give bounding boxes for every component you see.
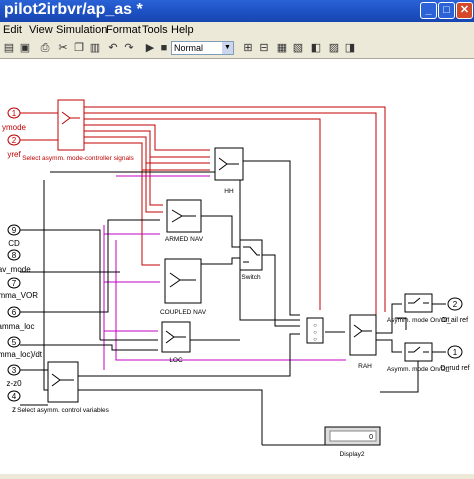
inport-label: amma_loc (0, 322, 34, 331)
inport-dgamma-loc[interactable]: 5 mma_loc)/dt (0, 336, 43, 359)
block-label: LOC (169, 357, 183, 364)
select-ctrl-block[interactable]: Select asymm. control variables (17, 361, 110, 414)
display-value: 0 (369, 434, 373, 441)
inport-num: 8 (12, 251, 17, 260)
outport-d-ail-ref[interactable]: 2 D_ail ref (442, 297, 468, 324)
paste-icon[interactable]: ▥ (89, 42, 101, 54)
switch-block[interactable]: Switch (239, 239, 263, 281)
block-label: ARMED NAV (165, 236, 204, 243)
debug-icon[interactable]: ◧ (310, 42, 322, 54)
outport-num: 2 (453, 300, 458, 309)
redo-icon[interactable]: ↷ (124, 42, 134, 54)
menu-help[interactable]: Help (171, 24, 194, 36)
title-bar: pilot2irbvr/ap_as * _ □ ✕ (0, 0, 474, 22)
inport-gamma-loc[interactable]: 6 amma_loc (0, 306, 34, 331)
print-icon[interactable]: ⎙ (40, 42, 50, 54)
block-label: Select asymm. control variables (17, 407, 110, 414)
inport-label: z-z0 (6, 379, 22, 388)
loc-block[interactable]: LOC (161, 321, 191, 364)
inport-label: ymode (2, 123, 27, 132)
inport-num: 2 (12, 136, 17, 145)
print-icon[interactable]: ▤ (3, 42, 15, 54)
block-label: Select asymm. mode-controller signals (22, 155, 134, 162)
close-button[interactable]: ✕ (456, 2, 473, 19)
inport-label: z (12, 405, 16, 414)
coupled-nav-block[interactable]: COUPLED NAV (160, 258, 207, 316)
play-icon[interactable]: ▶ (145, 42, 155, 54)
block-label: Asymm. mode On/Off (387, 317, 450, 324)
navigate-icon[interactable]: ◨ (344, 42, 356, 54)
inport-label: CD (8, 239, 20, 248)
sim-mode-value: Normal (174, 43, 204, 53)
svg-text:○: ○ (313, 323, 317, 329)
menu-bar: Edit View Simulation Format Tools Help (0, 22, 474, 39)
inport-z[interactable]: 4z (7, 390, 21, 414)
menu-format[interactable]: Format (106, 24, 141, 36)
svg-text:○: ○ (313, 337, 317, 343)
maximize-button[interactable]: □ (438, 2, 455, 19)
toolbar: ▤ ▣ ⎙ ✂ ❐ ▥ ↶ ↷ ▶ ■ ⊞ ⊟ ▦ ▧ ◧ ▨ ◨ (0, 39, 474, 59)
inport-group: 1 ymode 2 yref 9CD 8 _av_mode 7 amma_VOR 6 am… (0, 107, 43, 414)
outport-label: D_rud ref (440, 365, 469, 372)
undo-icon[interactable]: ↶ (108, 42, 118, 54)
inport-av-mode[interactable]: 8 _av_mode (0, 249, 31, 274)
library-icon[interactable]: ▦ (276, 42, 288, 54)
menu-tools[interactable]: Tools (142, 24, 168, 36)
inport-label: yref (7, 150, 21, 159)
block-label: COUPLED NAV (160, 309, 207, 316)
stop-icon[interactable]: ■ (160, 42, 168, 54)
inport-num: 6 (12, 308, 17, 317)
cut-icon[interactable]: ✂ (58, 42, 68, 54)
model-canvas[interactable]: 1 ymode 2 yref 9CD 8 _av_mode 7 amma_VOR 6 am… (0, 59, 474, 474)
save-icon[interactable]: ▣ (19, 42, 31, 54)
outport-num: 1 (453, 348, 458, 357)
inport-num: 9 (12, 226, 17, 235)
inport-cd[interactable]: 9CD (7, 224, 21, 248)
chevron-down-icon[interactable]: ▼ (222, 42, 233, 54)
inport-num: 1 (12, 109, 17, 118)
inport-num: 4 (12, 392, 17, 401)
asymm-switch-1[interactable]: Asymm. mode On/Off (387, 293, 450, 324)
outport-d-rud-ref[interactable]: 1 D_rud ref (440, 345, 470, 372)
minimize-button[interactable]: _ (420, 2, 437, 19)
armed-nav-block[interactable]: ARMED NAV (165, 199, 204, 243)
block-label: RAH (358, 363, 372, 370)
inport-ymode[interactable]: 1 ymode (2, 107, 27, 132)
model-icon[interactable]: ▨ (328, 42, 340, 54)
inport-num: 7 (12, 279, 17, 288)
inport-label: amma_VOR (0, 291, 38, 300)
build-icon[interactable]: ⊞ (243, 42, 253, 54)
inport-gamma-vor[interactable]: 7 amma_VOR (0, 277, 38, 300)
sim-mode-select[interactable]: Normal ▼ (171, 41, 234, 55)
menu-simulation[interactable]: Simulation (56, 24, 108, 36)
hh-block[interactable]: HH (214, 147, 244, 195)
explorer-icon[interactable]: ▧ (292, 42, 304, 54)
inport-num: 5 (12, 338, 17, 347)
mux-block[interactable]: ○ ○ ○ (306, 317, 324, 344)
block-label: Asymm. mode On/Off (387, 366, 450, 373)
rah-block[interactable]: RAH (349, 314, 377, 370)
inport-label: mma_loc)/dt (0, 350, 43, 359)
menu-view[interactable]: View (29, 24, 53, 36)
inport-z-z0[interactable]: 3 z-z0 (6, 364, 22, 388)
copy-icon[interactable]: ❐ (74, 42, 84, 54)
inport-num: 3 (12, 366, 17, 375)
inport-yref[interactable]: 2 yref (7, 134, 21, 159)
menu-edit[interactable]: Edit (3, 24, 22, 36)
asymm-switch-2[interactable]: Asymm. mode On/Off (387, 342, 450, 373)
update-icon[interactable]: ⊟ (259, 42, 269, 54)
select-mode-block[interactable]: Select asymm. mode-controller signals (22, 99, 135, 162)
svg-text:○: ○ (313, 330, 317, 336)
window-title: pilot2irbvr/ap_as * (4, 1, 143, 18)
block-label: Switch (241, 274, 261, 281)
block-label: HH (224, 188, 234, 195)
inport-label: _av_mode (0, 265, 31, 274)
outport-label: D_ail ref (442, 317, 468, 324)
display-block[interactable]: 0 Display2 (324, 426, 381, 458)
block-label: Display2 (340, 451, 365, 458)
